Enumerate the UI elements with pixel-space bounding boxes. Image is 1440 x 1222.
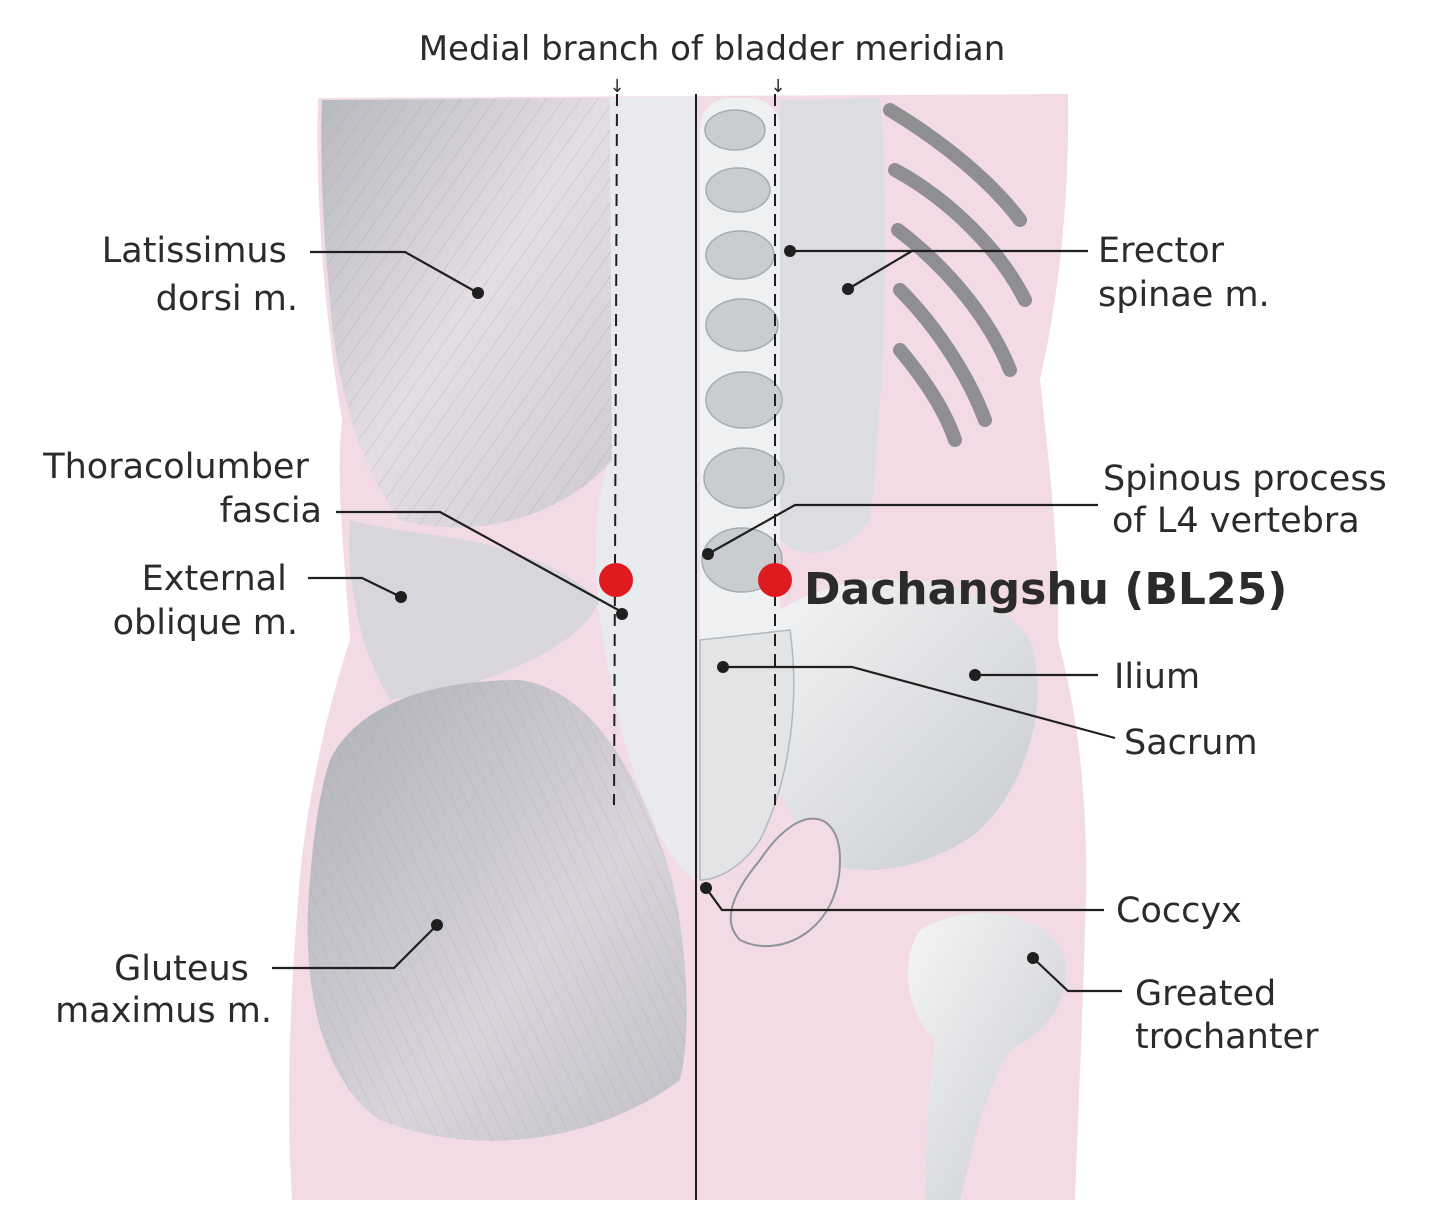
acupoint-marker-left[interactable] — [599, 563, 633, 597]
pelvis-ilium — [760, 578, 1038, 870]
arrow-right-icon: ↓ — [770, 76, 785, 97]
dot-ilium — [969, 669, 981, 681]
dot-coccyx — [700, 882, 712, 894]
leader-spinous — [707, 503, 1098, 555]
meridian-title: Medial branch of bladder meridian — [419, 29, 1006, 69]
label-erector: Erector spinae m. — [1098, 231, 1270, 315]
dot-spinous — [702, 548, 714, 560]
dot-erector-a — [784, 245, 796, 257]
label-sacrum: Sacrum — [1124, 723, 1258, 763]
erector-spinae-muscle — [780, 98, 886, 554]
dot-erector-b — [842, 283, 854, 295]
dot-trochanter — [1027, 952, 1039, 964]
leader-thoracolumbar — [336, 510, 623, 613]
leader-erector-branch — [847, 250, 913, 290]
label-latissimus: Latissimus dorsi m. — [102, 231, 298, 319]
leader-sacrum — [723, 665, 1116, 740]
ribs — [883, 103, 1032, 447]
label-coccyx: Coccyx — [1116, 891, 1242, 931]
dot-gluteus — [431, 919, 443, 931]
leader-coccyx — [705, 887, 1104, 912]
acupoint-marker-right[interactable] — [758, 563, 792, 597]
dot-latissimus — [472, 287, 484, 299]
label-external-oblique: External oblique m. — [113, 559, 298, 643]
label-ilium: Ilium — [1114, 657, 1200, 697]
leader-external-oblique — [308, 576, 402, 598]
dot-thoracolumbar — [616, 608, 628, 620]
thoracolumbar-fascia — [595, 96, 696, 880]
dot-external-oblique — [395, 591, 407, 603]
label-trochanter: Greated trochanter — [1135, 974, 1319, 1057]
leader-trochanter — [1032, 957, 1122, 993]
femur — [908, 913, 1066, 1200]
arrow-left-icon: ↓ — [609, 76, 624, 97]
label-gluteus: Gluteus maximus m. — [55, 949, 272, 1031]
leader-gluteus — [272, 924, 438, 970]
sacrum — [699, 629, 795, 881]
acupoint-label: Dachangshu (BL25) — [804, 564, 1287, 615]
label-spinous: Spinous process of L4 vertebra — [1103, 459, 1398, 541]
leader-latissimus — [310, 250, 479, 294]
label-thoracolumbar: Thoracolumber fascia — [42, 447, 322, 531]
dot-sacrum — [717, 661, 729, 673]
